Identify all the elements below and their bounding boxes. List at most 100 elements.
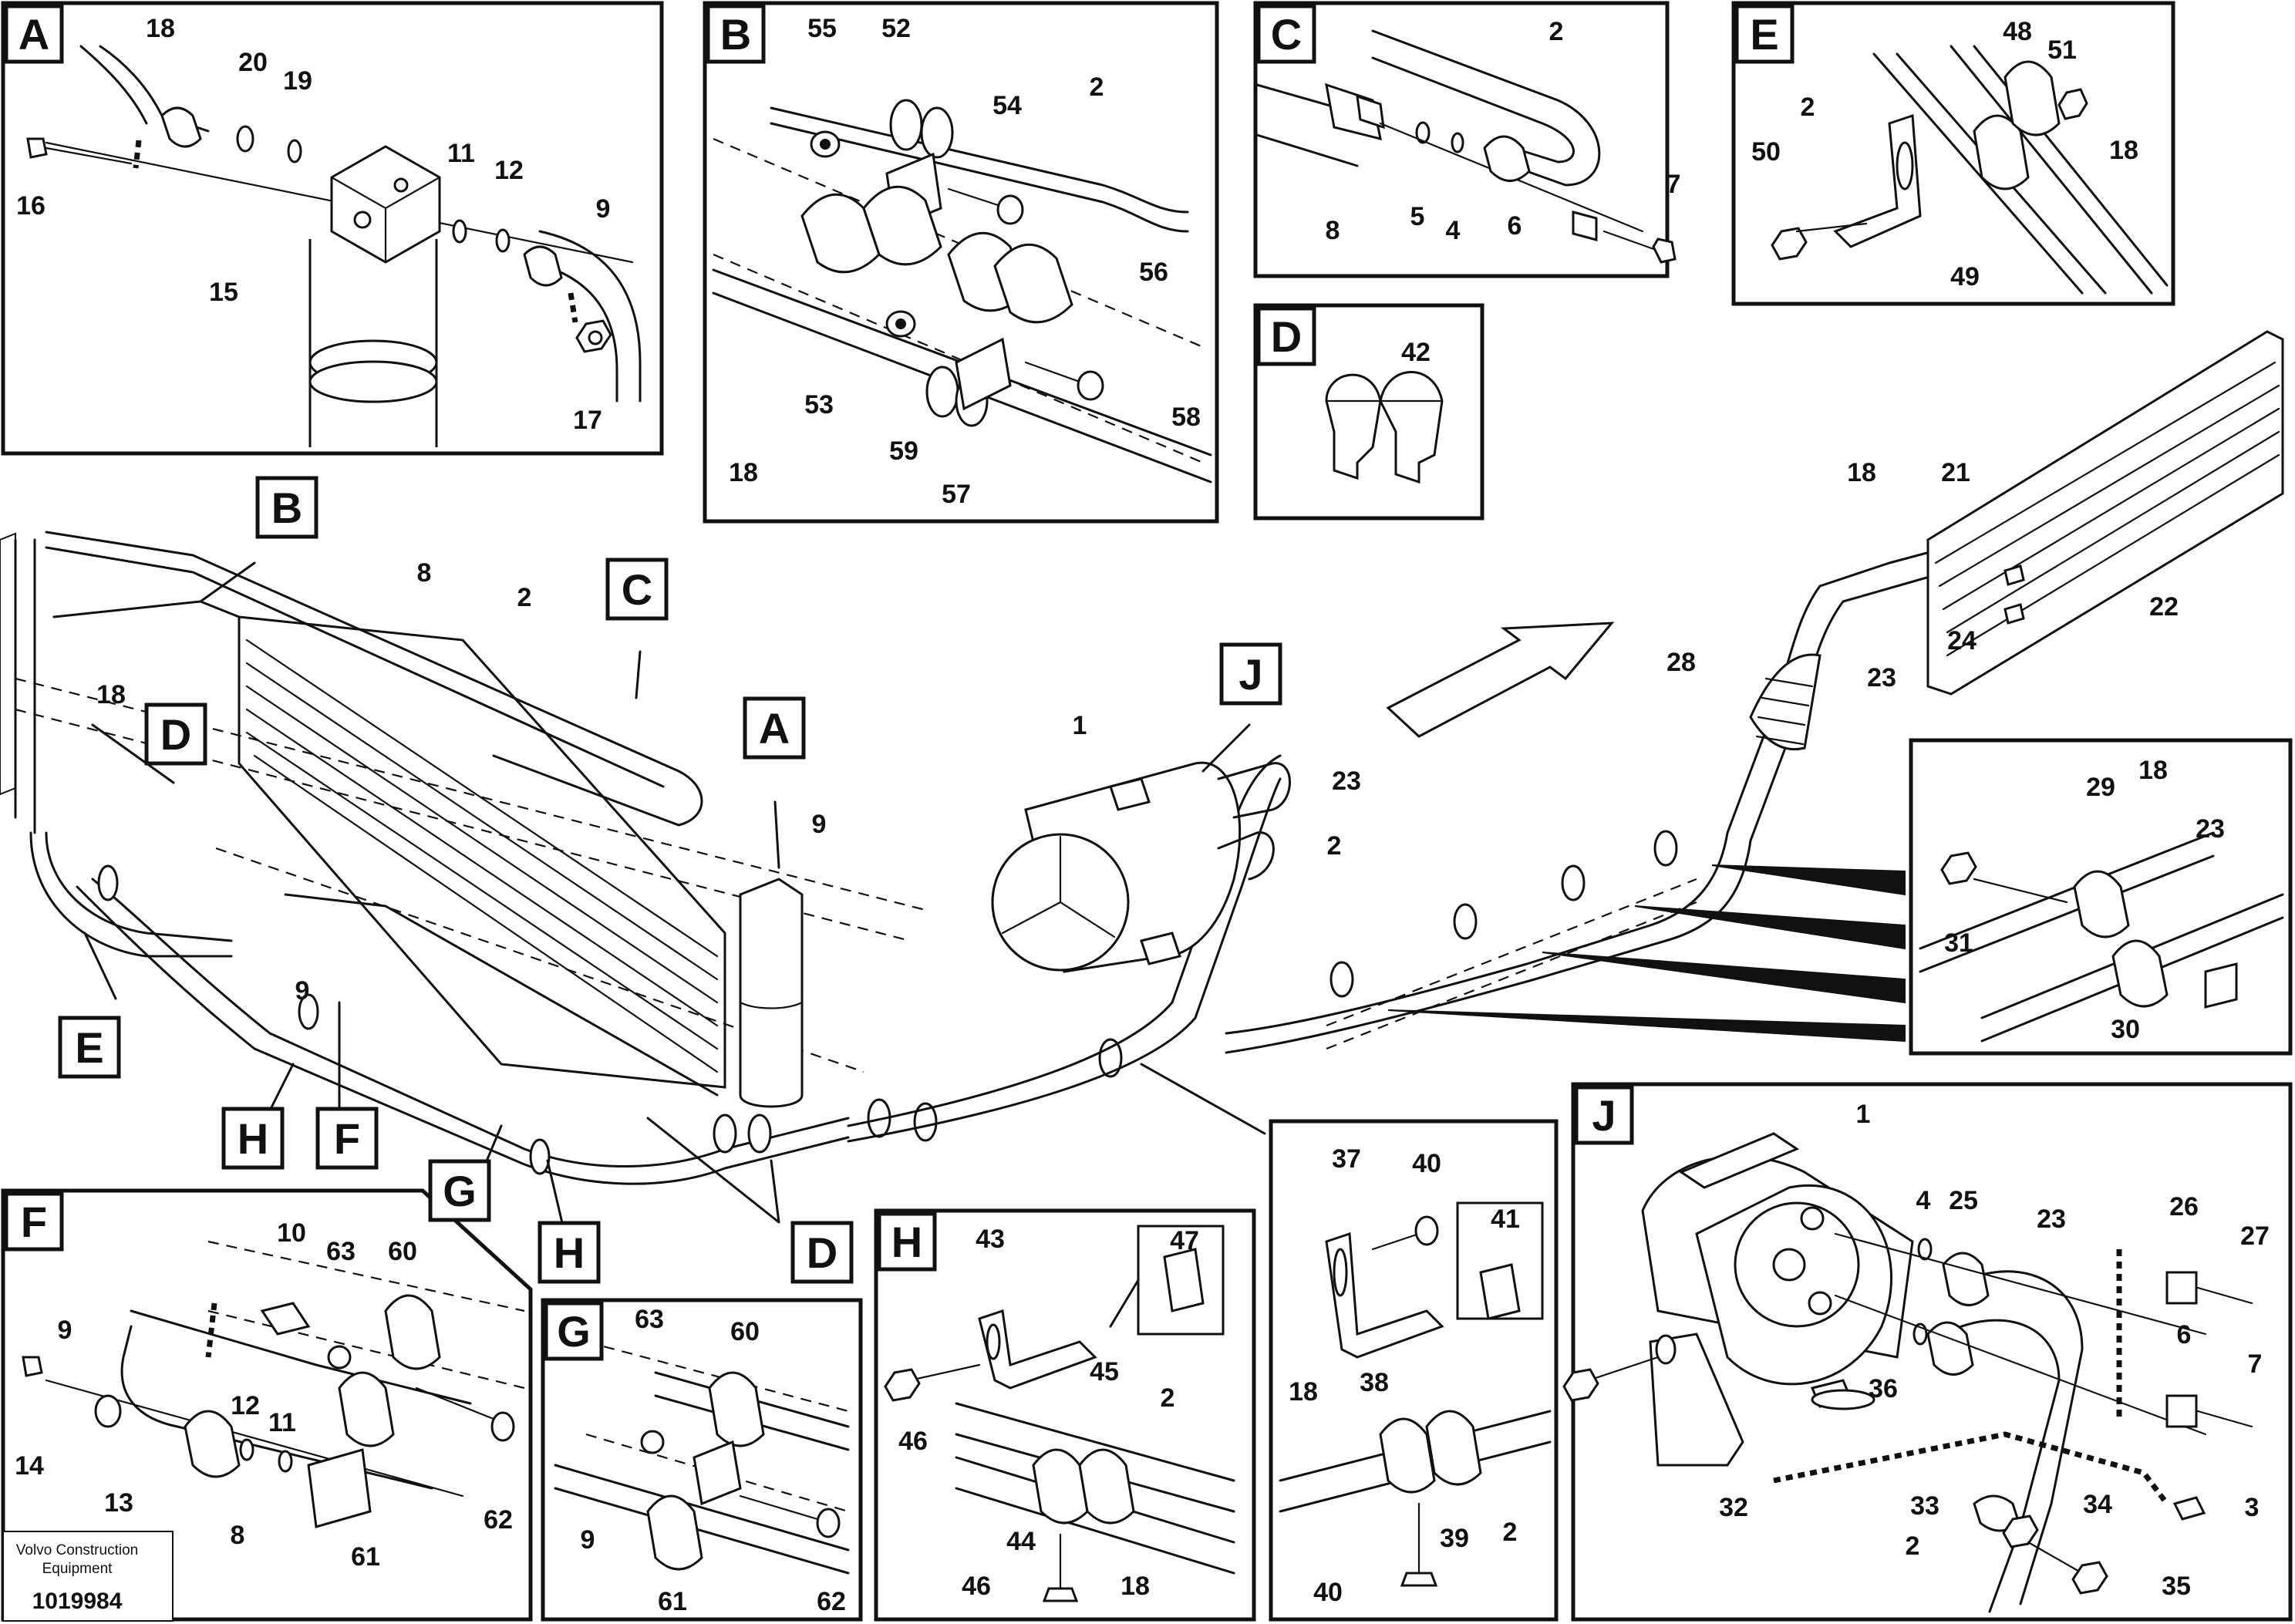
marker-f: F bbox=[315, 1107, 379, 1170]
marker-g: G bbox=[428, 1159, 491, 1222]
detail-frame-e bbox=[1731, 1, 2175, 306]
svg-text:G: G bbox=[557, 1307, 591, 1356]
part-label: 54 bbox=[992, 91, 1022, 120]
part-label: 37 bbox=[1332, 1144, 1361, 1174]
marker-h-right: H bbox=[538, 1221, 601, 1284]
part-label: 2 bbox=[1161, 1383, 1175, 1413]
part-label: 61 bbox=[658, 1587, 687, 1616]
part-label: 63 bbox=[326, 1237, 356, 1266]
part-label: 18 bbox=[1121, 1572, 1150, 1601]
part-label: 57 bbox=[942, 480, 971, 509]
part-label: 40 bbox=[1313, 1578, 1343, 1607]
part-label: 16 bbox=[16, 191, 45, 221]
part-label: 61 bbox=[351, 1542, 380, 1572]
part-label: 2 bbox=[1090, 72, 1104, 102]
part-label: 62 bbox=[817, 1587, 846, 1616]
svg-text:G: G bbox=[443, 1167, 477, 1215]
part-label: 9 bbox=[295, 976, 310, 1006]
part-label: 23 bbox=[1867, 663, 1896, 692]
part-label: 47 bbox=[1170, 1226, 1199, 1255]
part-label: 4 bbox=[1446, 216, 1461, 245]
part-label: 18 bbox=[729, 458, 758, 487]
svg-text:D: D bbox=[807, 1228, 837, 1277]
detail-letter-markers: A B C D E F G H J B C A J D E H F G H D bbox=[4, 4, 1795, 1361]
part-label: 7 bbox=[1666, 170, 1681, 199]
svg-text:C: C bbox=[1271, 10, 1302, 59]
part-label: 5 bbox=[1410, 202, 1425, 231]
part-label: 29 bbox=[2086, 773, 2115, 802]
part-label: 30 bbox=[2111, 1015, 2140, 1044]
letter-h-box: H bbox=[877, 1211, 937, 1272]
detail-c-drawing bbox=[1255, 29, 1677, 264]
part-label: 55 bbox=[807, 14, 837, 43]
part-label: 8 bbox=[231, 1521, 245, 1550]
part-label: 23 bbox=[2037, 1205, 2066, 1234]
part-label: 2 bbox=[517, 583, 532, 612]
letter-g-box: G bbox=[544, 1301, 604, 1361]
marker-j: J bbox=[1219, 642, 1282, 706]
publisher-line-1: Volvo Construction bbox=[16, 1542, 138, 1558]
part-label: 25 bbox=[1949, 1186, 1978, 1215]
part-label: 56 bbox=[1139, 258, 1168, 287]
part-label: 2 bbox=[1503, 1518, 1518, 1547]
direction-arrow bbox=[1386, 622, 1615, 738]
letter-f-box: F bbox=[4, 1191, 64, 1252]
svg-text:J: J bbox=[1238, 650, 1262, 699]
part-label: 9 bbox=[581, 1525, 595, 1555]
part-label: 8 bbox=[417, 558, 432, 588]
part-label: 13 bbox=[104, 1488, 133, 1518]
part-label: 58 bbox=[1171, 403, 1201, 432]
part-label: 42 bbox=[1401, 338, 1431, 367]
part-label: 44 bbox=[1006, 1527, 1036, 1556]
letter-a-box: A bbox=[4, 4, 64, 64]
part-label: 2 bbox=[1906, 1531, 1920, 1561]
part-label: 20 bbox=[238, 48, 268, 77]
part-label: 22 bbox=[2149, 592, 2179, 622]
svg-text:H: H bbox=[554, 1228, 585, 1277]
part-label: 9 bbox=[596, 194, 611, 224]
letter-b-box: B bbox=[706, 4, 766, 64]
part-label: 2 bbox=[1801, 93, 1815, 122]
part-label: 43 bbox=[976, 1225, 1005, 1254]
marker-b: B bbox=[255, 476, 318, 539]
part-label: 9 bbox=[58, 1316, 72, 1345]
part-label: 23 bbox=[2196, 814, 2225, 844]
detail-d-drawing bbox=[1325, 371, 1444, 484]
part-label: 18 bbox=[146, 14, 175, 43]
part-label: 46 bbox=[898, 1427, 928, 1456]
svg-text:A: A bbox=[759, 704, 790, 753]
svg-text:F: F bbox=[334, 1114, 360, 1163]
letter-d-box: D bbox=[1256, 306, 1316, 366]
svg-text:H: H bbox=[891, 1218, 922, 1266]
detail-section-29-31-drawing bbox=[1919, 831, 2284, 1043]
part-label: 18 bbox=[96, 680, 126, 709]
part-label: 60 bbox=[730, 1317, 760, 1346]
part-label: 40 bbox=[1412, 1149, 1441, 1178]
detail-b-drawing bbox=[712, 99, 1212, 483]
svg-text:D: D bbox=[160, 710, 191, 759]
part-label: 18 bbox=[1847, 458, 1876, 487]
condenser-core bbox=[238, 615, 726, 1089]
svg-text:C: C bbox=[622, 565, 652, 614]
svg-text:D: D bbox=[1271, 312, 1302, 361]
marker-a: A bbox=[743, 696, 806, 760]
svg-text:E: E bbox=[75, 1023, 103, 1072]
marker-c: C bbox=[605, 558, 669, 621]
part-label: 18 bbox=[1289, 1377, 1318, 1407]
marker-d-bottom: D bbox=[790, 1221, 854, 1284]
part-label: 28 bbox=[1666, 648, 1696, 677]
part-label: 34 bbox=[2083, 1490, 2112, 1519]
part-label: 19 bbox=[283, 66, 312, 96]
svg-text:B: B bbox=[271, 483, 302, 532]
part-label: 45 bbox=[1090, 1357, 1119, 1386]
part-label: 48 bbox=[2003, 17, 2032, 46]
part-label: 12 bbox=[231, 1391, 260, 1420]
part-label: 32 bbox=[1719, 1493, 1748, 1522]
part-label: 18 bbox=[2109, 136, 2138, 165]
publisher-line-2: Equipment bbox=[42, 1561, 113, 1577]
detail-g-drawing bbox=[554, 1340, 850, 1575]
part-label: 10 bbox=[277, 1218, 306, 1248]
part-label: 14 bbox=[15, 1451, 44, 1481]
part-label: 53 bbox=[804, 390, 834, 419]
part-label: 52 bbox=[881, 14, 911, 43]
